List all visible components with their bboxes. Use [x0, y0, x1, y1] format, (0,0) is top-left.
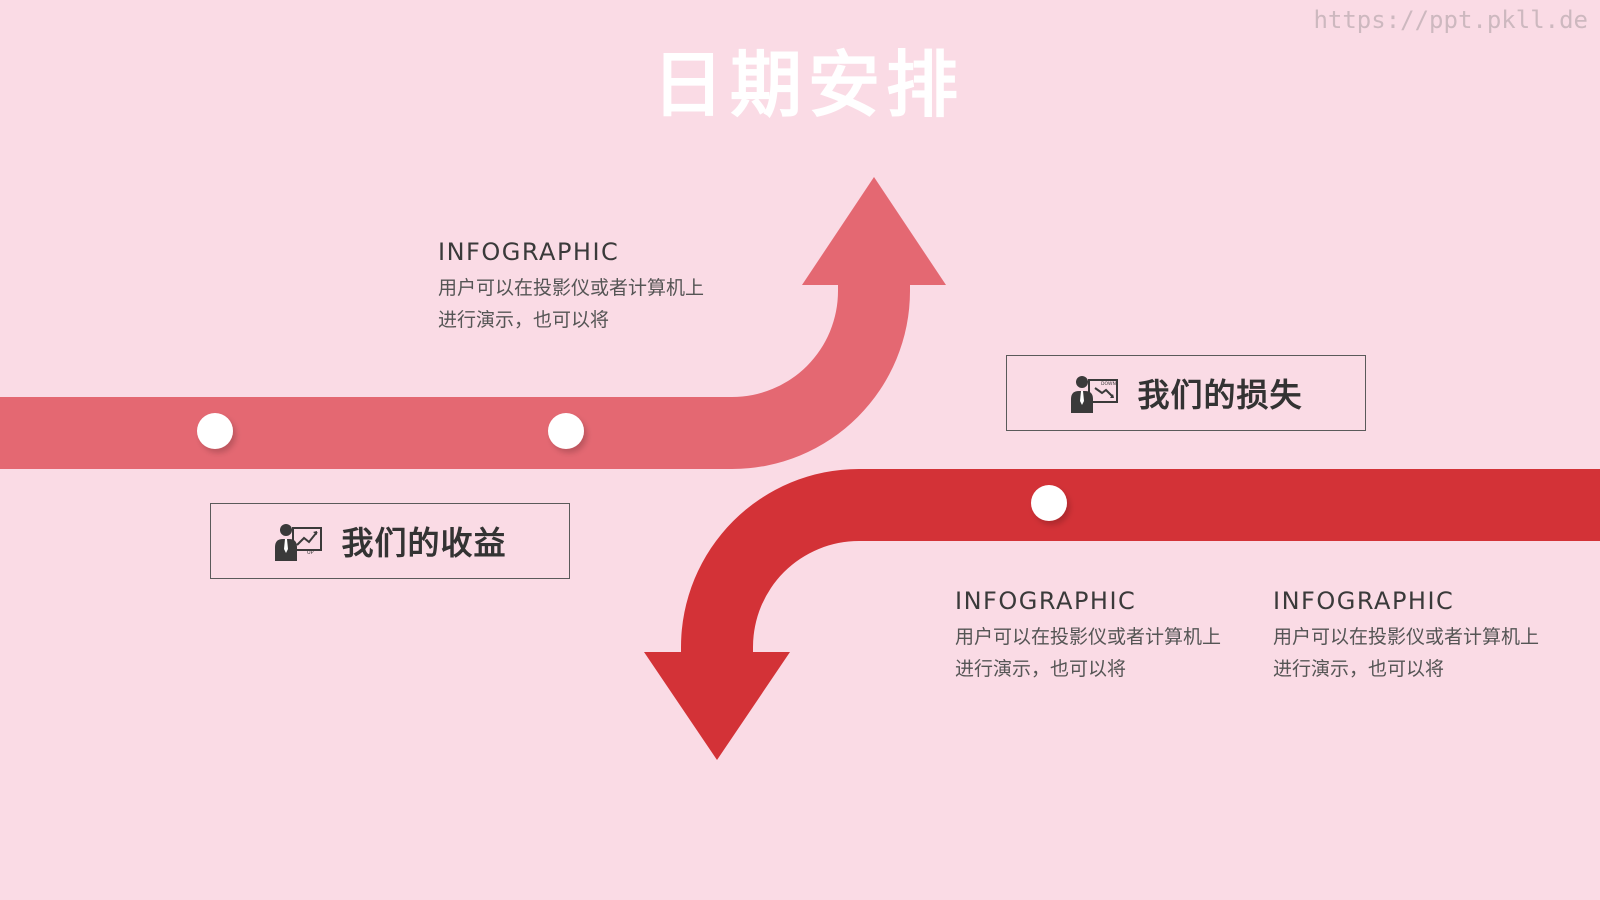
text-block-upper: INFOGRAPHIC 用户可以在投影仪或者计算机上进行演示，也可以将: [438, 238, 728, 336]
text-block-heading: INFOGRAPHIC: [438, 238, 620, 266]
timeline-node: [197, 413, 233, 449]
text-block-lower-left: INFOGRAPHIC 用户可以在投影仪或者计算机上进行演示，也可以将: [955, 587, 1245, 685]
presenter-chart-down-icon: DOWN: [1071, 376, 1119, 413]
text-block-body: 用户可以在投影仪或者计算机上进行演示，也可以将: [438, 277, 705, 331]
text-block-lower-right: INFOGRAPHIC 用户可以在投影仪或者计算机上进行演示，也可以将: [1273, 587, 1563, 685]
text-block-body: 用户可以在投影仪或者计算机上进行演示，也可以将: [955, 626, 1222, 680]
text-block-heading: INFOGRAPHIC: [955, 587, 1137, 615]
label-text: 我们的收益: [341, 524, 507, 562]
label-box-gains: UP 我们的收益: [210, 503, 570, 579]
upper-arrow-band: [0, 177, 946, 469]
timeline-node: [548, 413, 584, 449]
text-block-body: 用户可以在投影仪或者计算机上进行演示，也可以将: [1273, 626, 1540, 680]
label-box-losses: DOWN 我们的损失: [1006, 355, 1366, 431]
icon-tag: DOWN: [1101, 381, 1116, 387]
page-title: 日期安排: [651, 43, 964, 127]
presenter-chart-up-icon: UP: [275, 524, 323, 561]
lower-arrow-band: [644, 469, 1600, 760]
label-text: 我们的损失: [1137, 376, 1303, 414]
text-block-heading: INFOGRAPHIC: [1273, 587, 1455, 615]
icon-tag: UP: [307, 550, 314, 556]
watermark: https://ppt.pkll.de: [1313, 6, 1588, 34]
timeline-node: [1031, 485, 1067, 521]
